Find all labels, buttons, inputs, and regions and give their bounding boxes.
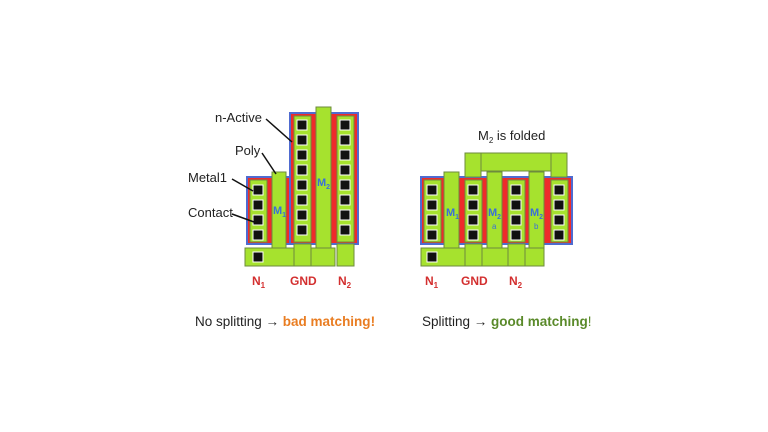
contact [426,214,438,226]
contact [467,184,479,196]
left-metal-n2-tail [336,243,355,267]
right-poly-top-right [550,152,568,178]
contact [339,224,351,236]
left-m1-label: M1 [273,205,286,219]
contact [296,149,308,161]
left-terminal-gnd: GND [290,274,317,288]
contact [426,184,438,196]
right-gnd-tail [464,243,483,267]
label-contact: Contact [188,205,233,220]
label-metal1: Metal1 [188,170,227,185]
contact [426,199,438,211]
contact [553,214,565,226]
contact [426,229,438,241]
left-contacts [252,119,351,263]
contact [510,184,522,196]
contact [339,209,351,221]
contact [339,134,351,146]
contact [339,179,351,191]
left-terminal-n1: N1 [252,274,266,290]
contact [339,149,351,161]
pointer-metal1 [231,178,254,192]
right-terminal-gnd: GND [461,274,488,288]
right-m1-label: M1 [446,207,459,221]
contact [296,119,308,131]
contact [467,229,479,241]
contact [296,134,308,146]
caption-splitting: Splitting → good matching! [422,314,592,329]
caption-right-prefix: Splitting [422,314,474,329]
label-n-active: n-Active [215,110,262,125]
contact [553,184,565,196]
left-gnd-tail [293,243,312,267]
caption-right-bang: ! [587,314,592,329]
left-terminal-n2: N2 [338,274,352,290]
contact [252,251,264,263]
contact [553,229,565,241]
arrow-icon: → [265,314,280,329]
right-poly-top-left [464,152,482,178]
contact [339,119,351,131]
label-m2-folded: M2 is folded [478,128,545,145]
left-m2-label: M2 [317,177,330,191]
right-m2b-label: M2 [530,207,543,221]
pointer-poly [261,152,277,175]
contact [252,184,264,196]
caption-left-prefix: No splitting [195,314,266,329]
contact [339,194,351,206]
caption-no-splitting: No splitting → bad matching! [195,314,375,329]
contact [296,164,308,176]
right-m2b-tag: b [534,222,539,231]
contact [296,224,308,236]
contact [252,229,264,241]
right-contacts [426,184,565,263]
contact [296,209,308,221]
contact [339,164,351,176]
right-m2a-tag: a [492,222,497,231]
contact [467,199,479,211]
right-n2-tail [507,243,526,267]
contact [510,214,522,226]
contact [296,194,308,206]
pointer-n-active [265,118,293,143]
right-layout: M1 M2 a M2 b M2 is folded N1 GND N2 [420,128,573,290]
arrow-icon: → [473,314,488,329]
contact [426,251,438,263]
contact [510,199,522,211]
left-layout: M1 M2 n-Active Poly Metal1 Contact N1 GN… [188,106,359,290]
contact [553,199,565,211]
left-poly-bar [244,247,336,267]
right-terminal-n1: N1 [425,274,439,290]
contact [252,199,264,211]
caption-left-emphasis: bad matching [279,314,371,329]
caption-left-bang: ! [370,314,376,329]
contact [510,229,522,241]
label-poly: Poly [235,143,261,158]
pointer-contact [231,213,255,223]
caption-right-emphasis: good matching [487,314,588,329]
contact [252,214,264,226]
right-m2a-label: M2 [488,207,501,221]
contact [467,214,479,226]
right-terminal-n2: N2 [509,274,523,290]
contact [296,179,308,191]
